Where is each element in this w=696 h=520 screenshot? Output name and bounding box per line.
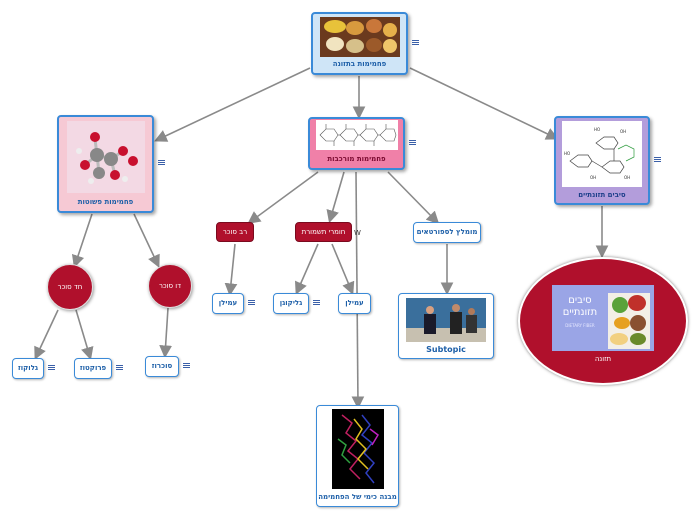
connector-complex-sport — [387, 171, 440, 225]
node-sport[interactable]: מומלץ לספורטאים — [413, 222, 481, 243]
connector-mono-glucose — [34, 309, 59, 360]
node-structure[interactable]: מבנה כימי של הפחמימה — [316, 405, 399, 507]
notes-icon[interactable] — [412, 40, 419, 47]
fiber-formula-image: HO OH HO OH OH — [562, 121, 642, 187]
node-nutrition-label: תזונה — [594, 354, 612, 363]
fiber-image-title: סיבים תזונתיים — [562, 294, 598, 318]
node-root[interactable]: פחמימות בתזונה — [311, 12, 408, 75]
athletes-image — [406, 298, 486, 342]
node-glycogen[interactable]: גליקוגן — [273, 293, 309, 314]
node-nutrition[interactable]: סיבים תזונתיים DIETARY FIBER תזונה — [518, 257, 688, 385]
node-fiber[interactable]: HO OH HO OH OH סיבים תזונתיים — [554, 116, 650, 205]
node-structure-label: מבנה כימי של הפחמימה — [318, 493, 397, 501]
node-simple[interactable]: פחמימות פשוטות — [57, 115, 154, 213]
node-starch-2-label: עמילן — [345, 299, 364, 307]
connector-mono-fructose — [75, 309, 94, 361]
node-complex-label: פחמימות מורכבות — [327, 155, 386, 163]
molecule-image — [66, 121, 145, 193]
connector-root-simple — [154, 67, 311, 142]
svg-text:HO: HO — [564, 151, 570, 156]
node-polysaccharide[interactable]: רב סוכר — [216, 222, 254, 242]
connector-storage-glycogen — [294, 243, 319, 295]
connector-root-fiber — [409, 67, 559, 140]
fiber-foods-image: סיבים תזונתיים DIETARY FIBER — [552, 284, 654, 351]
molecular-structure-image — [331, 409, 384, 489]
connector-di-sucrose — [159, 307, 172, 359]
link-label: W — [354, 229, 361, 237]
chain-formula-image — [315, 120, 398, 150]
fiber-image-subtitle: DIETARY FIBER — [565, 322, 595, 328]
svg-text:OH: OH — [624, 175, 630, 180]
node-storage-label: חומרי תשמורת — [301, 227, 346, 236]
node-subtopic[interactable]: Subtopic — [398, 293, 494, 359]
connector-simple-mono — [71, 213, 93, 269]
notes-icon[interactable] — [248, 300, 255, 307]
node-complex[interactable]: פחמימות מורכבות — [308, 117, 405, 170]
node-glycogen-label: גליקוגן — [279, 299, 303, 307]
notes-icon[interactable] — [48, 365, 55, 372]
connector-complex-poly — [247, 171, 319, 224]
node-sucrose[interactable]: סוכרוז — [145, 356, 179, 377]
node-glucose-label: גלוקוז — [17, 364, 39, 372]
notes-icon[interactable] — [654, 157, 661, 164]
node-monosaccharide[interactable]: חד סוכר — [47, 264, 93, 310]
notes-icon[interactable] — [409, 140, 416, 147]
svg-text:OH: OH — [590, 175, 596, 180]
node-subtopic-label: Subtopic — [426, 345, 466, 354]
connector-simple-di — [133, 213, 160, 268]
connector-complex-storage — [326, 171, 345, 224]
node-root-label: פחמימות בתזונה — [332, 60, 387, 68]
node-sucrose-label: סוכרוז — [151, 362, 173, 370]
node-sport-label: מומלץ לספורטאים — [416, 228, 478, 236]
notes-icon[interactable] — [183, 363, 190, 370]
node-glucose[interactable]: גלוקוז — [12, 358, 44, 379]
connector-complex-structure — [351, 171, 365, 410]
notes-icon[interactable] — [116, 365, 123, 372]
node-fructose-label: פרוקטוז — [79, 364, 107, 372]
node-fiber-label: סיבים תזונתיים — [578, 191, 626, 199]
node-starch-2[interactable]: עמילן — [338, 293, 371, 314]
food-image — [319, 17, 400, 57]
node-polysaccharide-label: רב סוכר — [222, 227, 248, 236]
node-fructose[interactable]: פרוקטוז — [74, 358, 112, 379]
notes-icon[interactable] — [158, 160, 165, 167]
connector-poly-starch — [224, 243, 238, 297]
node-starch[interactable]: עמילן — [212, 293, 244, 314]
node-disaccharide[interactable]: דו סוכר — [148, 264, 192, 308]
svg-text:HO: HO — [594, 127, 600, 132]
node-disaccharide-label: דו סוכר — [158, 281, 182, 290]
connector-storage-starch2 — [331, 243, 355, 295]
svg-text:OH: OH — [620, 129, 626, 134]
node-starch-label: עמילן — [218, 299, 238, 307]
notes-icon[interactable] — [313, 300, 320, 307]
node-storage[interactable]: חומרי תשמורת — [295, 222, 352, 242]
node-simple-label: פחמימות פשוטות — [77, 198, 134, 206]
node-monosaccharide-label: חד סוכר — [57, 282, 83, 291]
